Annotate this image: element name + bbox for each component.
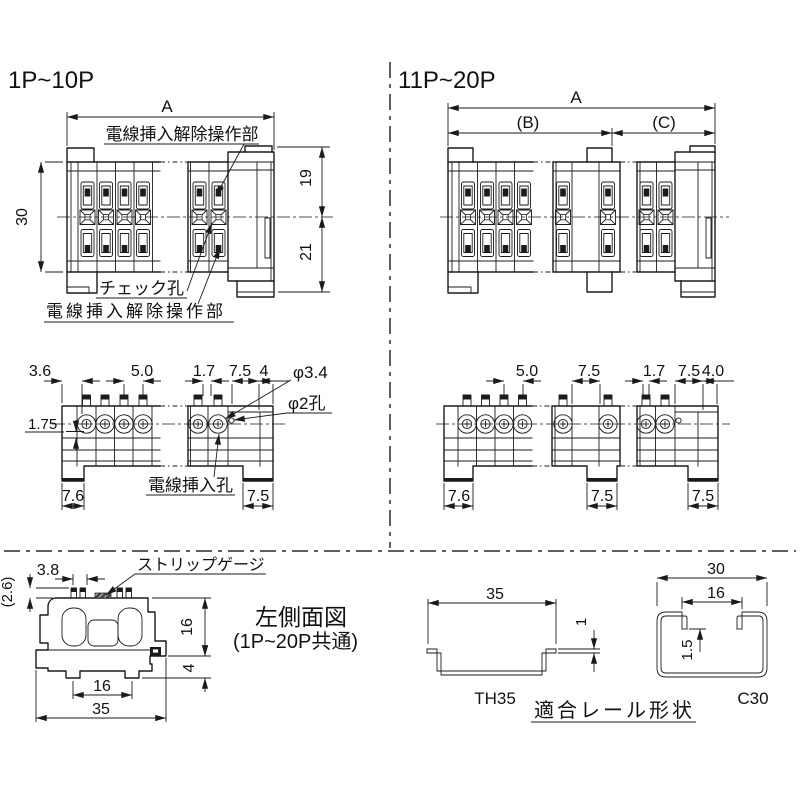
dim-7-5-right: 7.5 xyxy=(678,363,700,380)
side-view: ストリップゲージ 3.8 (2.6) 16 4 16 35 xyxy=(0,556,358,722)
dim-4: 4 xyxy=(260,363,269,380)
rail-shapes: 35 1 TH35 30 16 1.5 C30 適合レール形状 xyxy=(426,561,769,723)
dim-1-75: 1.75 xyxy=(28,416,57,433)
label-check-hole: チェック孔 xyxy=(99,279,184,298)
dim-16-width: 16 xyxy=(93,678,111,695)
dim-c-label: (C) xyxy=(652,113,676,132)
bottom-view-1p-10p: 3.6 5.0 1.7 7.5 4 φ3.4 φ2孔 1.75 電線挿入孔 xyxy=(25,363,332,510)
rails-caption: 適合レール形状 xyxy=(534,699,695,722)
bottom-view-11p-20p: 5.0 7.5 1.7 7.5 4.0 7.6 7.5 7.5 xyxy=(436,363,734,510)
label-release-top: 電線挿入解除操作部 xyxy=(106,125,259,144)
dim-c30-1-5: 1.5 xyxy=(679,640,696,661)
dim-7-5-mid: 7.5 xyxy=(578,363,600,380)
dim-foot-7-5-mid: 7.5 xyxy=(591,488,613,505)
side-view-caption2: (1P~20P共通) xyxy=(233,630,358,653)
th35-profile xyxy=(426,648,557,672)
dim-1-7-right: 1.7 xyxy=(643,363,665,380)
dim-th35-1: 1 xyxy=(573,618,590,626)
dim-4-0: 4.0 xyxy=(702,363,724,380)
dim-7-5-top: 7.5 xyxy=(229,363,251,380)
dim-2-6: (2.6) xyxy=(0,577,16,608)
label-th35: TH35 xyxy=(474,689,516,708)
section-title-1p-10p: 1P~10P xyxy=(8,67,94,94)
front-view-11p-20p: 11P~20P xyxy=(398,67,729,298)
dim-foot-7-6-right: 7.6 xyxy=(448,488,470,505)
dim-a-label: A xyxy=(161,97,173,116)
front-view-1p-10p: 1P~10P xyxy=(8,67,333,323)
label-wire-insertion-hole: 電線挿入孔 xyxy=(148,476,233,495)
side-view-caption: 左側面図 xyxy=(255,604,347,630)
label-release-bottom: 電線挿入解除操作部 xyxy=(46,302,226,321)
dim-b-label: (B) xyxy=(517,113,540,132)
dim-1-7: 1.7 xyxy=(193,363,215,380)
dim-c30-16: 16 xyxy=(707,585,725,602)
dim-a-label-right: A xyxy=(570,88,582,107)
c30-profile xyxy=(656,611,768,678)
dim-th35-35: 35 xyxy=(486,586,504,603)
dim-5-0: 5.0 xyxy=(131,363,153,380)
label-strip-gauge: ストリップゲージ xyxy=(137,556,265,574)
dim-phi-2-hole: φ2孔 xyxy=(288,394,325,413)
dim-foot-7-6: 7.6 xyxy=(62,488,84,505)
dim-phi-3-4: φ3.4 xyxy=(293,363,328,382)
dim-21-label: 21 xyxy=(298,243,315,261)
strip-gauge-mark xyxy=(94,592,112,599)
dim-35-side: 35 xyxy=(92,701,110,718)
dim-c30-30: 30 xyxy=(707,561,725,578)
dim-19-label: 19 xyxy=(298,169,315,187)
dim-foot-7-5: 7.5 xyxy=(247,488,269,505)
dim-5-0-right: 5.0 xyxy=(516,363,538,380)
dim-16-height: 16 xyxy=(179,618,196,636)
label-c30: C30 xyxy=(737,689,768,708)
dim-3-8: 3.8 xyxy=(37,562,59,579)
dim-foot-7-5-right: 7.5 xyxy=(692,488,714,505)
section-title-11p-20p: 11P~20P xyxy=(398,67,496,94)
dim-3-6: 3.6 xyxy=(29,363,51,380)
dim-4-side: 4 xyxy=(181,663,198,672)
dim-30-label: 30 xyxy=(14,208,31,226)
